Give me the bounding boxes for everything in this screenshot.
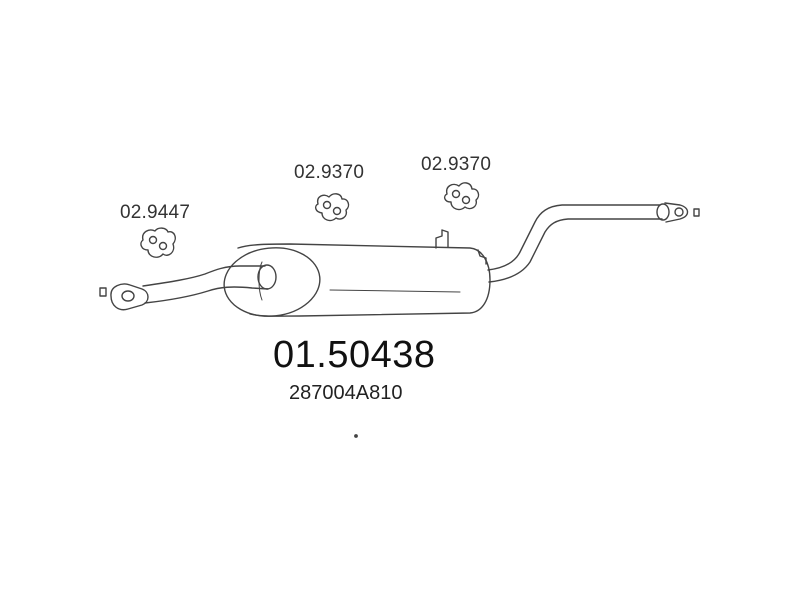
small-dot — [354, 434, 358, 438]
hanger-icon — [140, 227, 176, 258]
hanger-label-middle: 02.9370 — [294, 162, 365, 183]
rear-flange — [664, 202, 689, 223]
left-end-marker — [99, 287, 107, 297]
outlet-pipe — [487, 203, 670, 283]
hanger-icon — [443, 182, 480, 211]
hanger-label-right: 02.9370 — [421, 154, 492, 175]
muffler — [223, 243, 491, 317]
muffler-bracket — [435, 229, 487, 265]
hanger-icon — [314, 193, 350, 222]
hanger-label-left: 02.9447 — [120, 202, 191, 223]
main-part-number: 01.50438 — [273, 334, 436, 376]
inlet-pipe — [142, 264, 277, 304]
oem-part-number: 287004A810 — [289, 382, 403, 404]
front-flange — [110, 283, 149, 311]
right-end-marker — [693, 208, 700, 217]
